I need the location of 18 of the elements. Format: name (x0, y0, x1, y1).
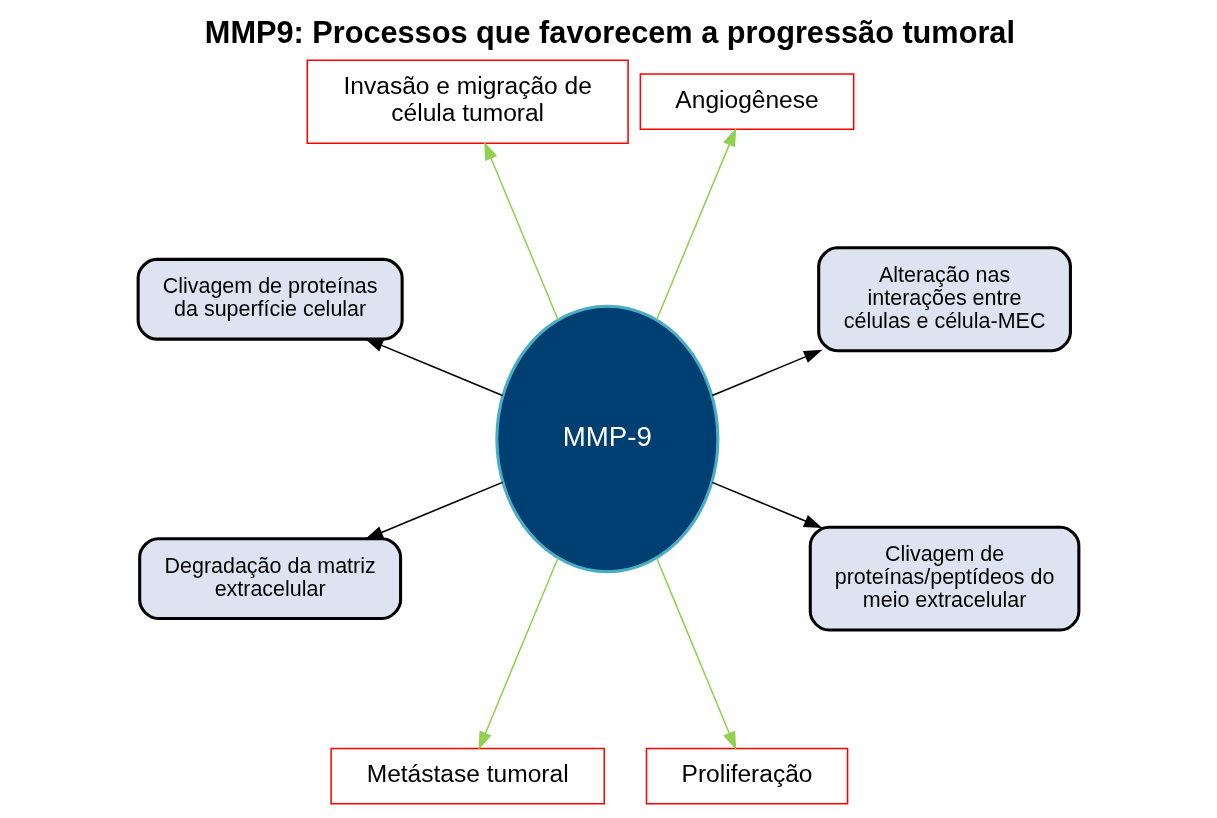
arrow (655, 127, 737, 321)
node-box: Proliferação (645, 747, 849, 805)
arrow (711, 481, 823, 528)
arrow (364, 481, 504, 540)
arrow (478, 557, 559, 751)
node-box: Degradação da matriz extracelular (138, 537, 403, 621)
node-ellipse: MMP-9 (495, 304, 720, 574)
arrow (364, 338, 504, 397)
arrow (655, 557, 737, 751)
node-box: Clivagem de proteínas da superfície celular (136, 257, 404, 341)
node-box: Invasão e migração de célula tumoral (306, 59, 629, 144)
node-box: Alteração nas interações entre células e célula-MEC (817, 246, 1072, 353)
node-box: Angiogênese (639, 73, 855, 131)
node-box: Clivagem de proteínas/peptídeos do meio extracelular (808, 525, 1081, 632)
arrow (484, 141, 559, 321)
node-box: Metástase tumoral (330, 747, 606, 805)
diagram-title: MMP9: Processos que favorecem a progressão tumoral (204, 15, 1015, 51)
arrow (711, 349, 823, 397)
